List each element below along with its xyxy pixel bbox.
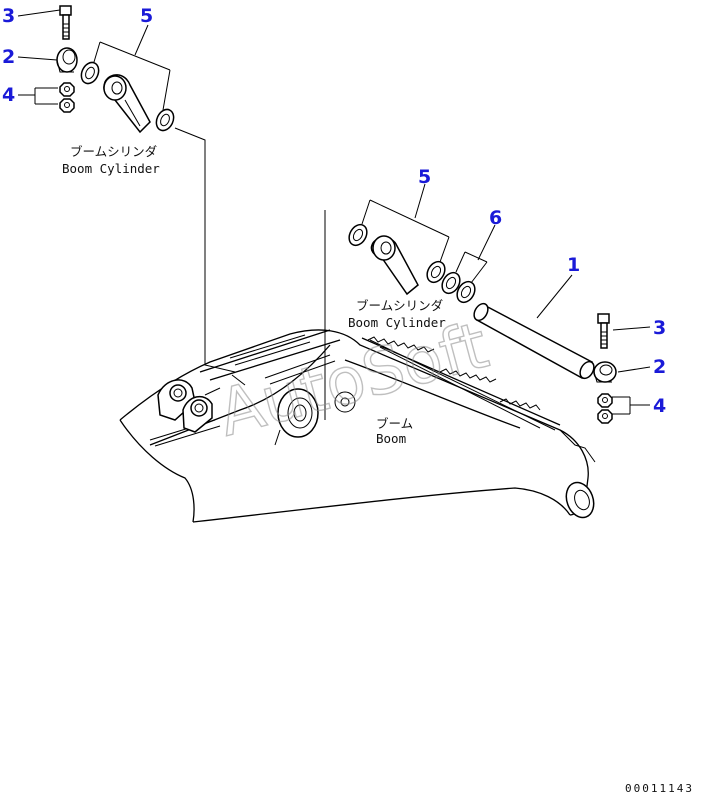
bolt-right — [597, 313, 610, 349]
boom-cylinder-rod-end-mid — [370, 235, 419, 296]
callout-5-left: 5 — [140, 5, 153, 27]
shim-mid-a — [348, 223, 368, 247]
callout-2-left: 2 — [2, 46, 15, 68]
boom-cylinder-rod-end-left — [103, 74, 151, 134]
left-parts-group — [56, 5, 175, 134]
label-boom-cylinder-left-en: Boom Cylinder — [62, 161, 160, 176]
leader-1-to-pin — [536, 274, 573, 319]
nuts-right — [597, 393, 613, 424]
watermark: AutoSoft — [211, 309, 496, 452]
shim-mid-b — [426, 260, 446, 284]
middle-parts-group — [348, 223, 476, 304]
callout-4-left: 4 — [2, 84, 15, 106]
callout-5-mid: 5 — [418, 166, 431, 188]
callout-6: 6 — [489, 207, 502, 229]
label-boom-cylinder-mid-jp: ブームシリンダ — [356, 298, 443, 313]
bolt-left — [59, 5, 72, 40]
label-boom-cylinder-mid-en: Boom Cylinder — [348, 315, 446, 330]
bushing-left — [56, 47, 78, 73]
drawing-number: 00011143 — [625, 782, 694, 795]
label-boom-jp: ブーム — [376, 416, 413, 431]
pin-1 — [473, 302, 595, 380]
bushing-right — [593, 361, 617, 383]
callout-3-right: 3 — [653, 317, 666, 339]
callout-4-right: 4 — [653, 395, 666, 417]
nuts-left — [59, 82, 75, 113]
callout-2-right: 2 — [653, 356, 666, 378]
boom-body — [119, 329, 596, 523]
shim-left-a — [80, 61, 100, 85]
shim-6-a — [441, 271, 461, 295]
callout-3-left: 3 — [2, 5, 15, 27]
right-parts-group — [473, 302, 617, 424]
label-boom-en: Boom — [376, 431, 406, 446]
callout-leaders — [17, 9, 651, 415]
shim-left-b — [155, 108, 175, 132]
callout-1: 1 — [567, 254, 580, 276]
leader-left-cylinder-to-boom — [174, 127, 236, 373]
label-boom-cylinder-left-jp: ブームシリンダ — [70, 144, 157, 159]
